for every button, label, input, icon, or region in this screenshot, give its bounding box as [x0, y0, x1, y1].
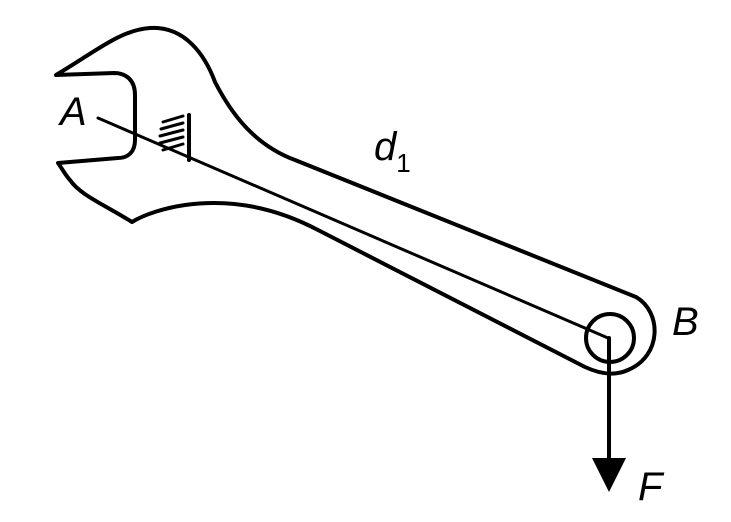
- label-distance-d1: d1: [374, 125, 411, 178]
- label-point-a: A: [58, 90, 87, 134]
- force-arrow: [592, 336, 626, 492]
- distance-line-d1: [96, 116, 610, 340]
- label-point-b: B: [672, 300, 699, 344]
- worm-screw: [158, 113, 191, 162]
- label-distance-symbol: d: [374, 125, 398, 169]
- wrench-outline: [54, 25, 657, 376]
- label-force: F: [638, 465, 665, 509]
- label-distance-subscript: 1: [396, 148, 410, 178]
